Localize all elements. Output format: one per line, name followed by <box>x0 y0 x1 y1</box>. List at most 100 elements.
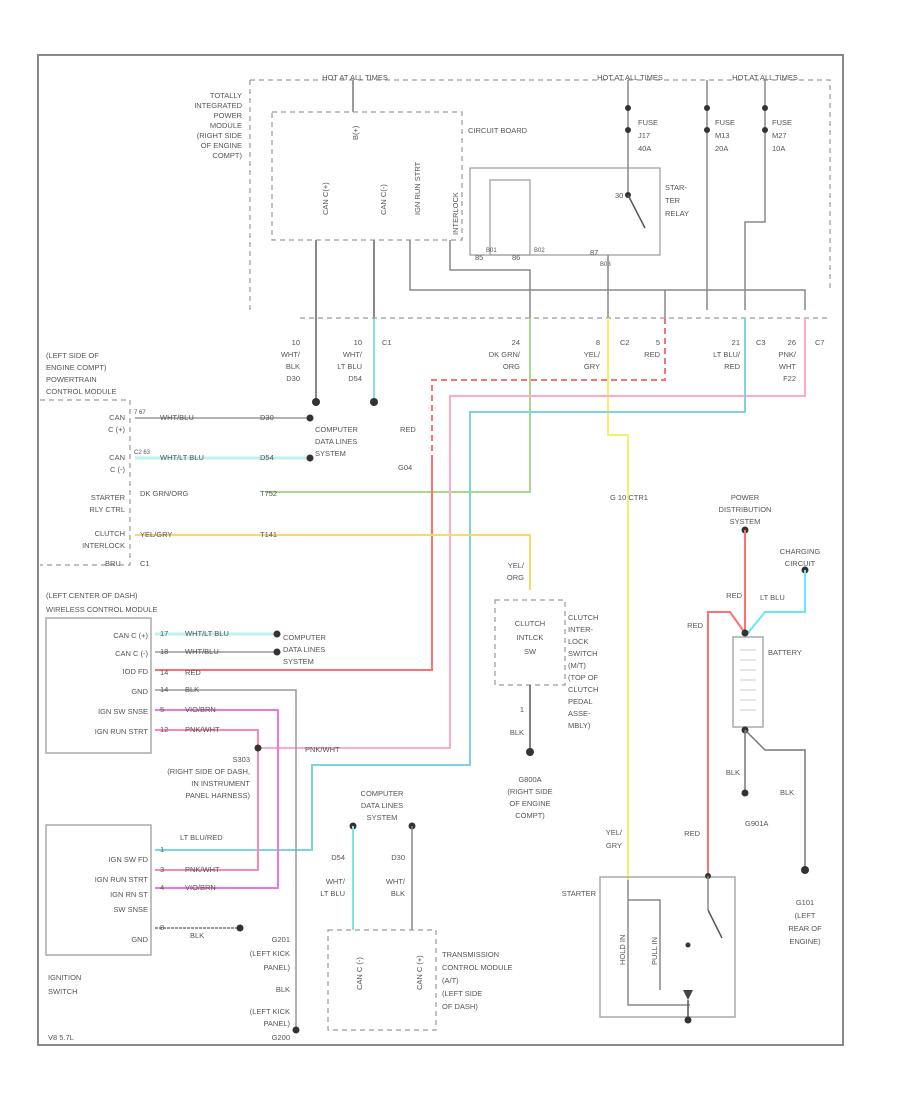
diagram-label: RED <box>726 591 742 600</box>
diagram-label: 21 <box>732 338 740 347</box>
diagram-label: RLY CTRL <box>89 505 125 514</box>
diagram-label: GND <box>131 687 148 696</box>
diagram-label: LOCK <box>568 637 588 646</box>
blk-label: BLK <box>276 985 290 994</box>
diagram-label: 3 <box>160 865 164 874</box>
diagram-label: OF ENGINE <box>509 799 550 808</box>
diagram-label: CLUTCH <box>568 613 598 622</box>
starter-label: STARTER <box>562 889 597 898</box>
diagram-label: 26 <box>788 338 796 347</box>
diagram-label: 10 <box>354 338 362 347</box>
diagram-label: INTERLOCK <box>82 541 125 550</box>
junction-dot <box>306 414 314 422</box>
junction-dot <box>741 629 749 637</box>
diagram-label: DATA LINES <box>361 801 403 810</box>
fuse3-wire <box>744 80 766 310</box>
diagram-label: LT BLU <box>337 362 362 371</box>
s303-label: S303 (RIGHT SIDE OF DASH, IN INSTRUMENT … <box>167 755 250 800</box>
diagram-label: C (-) <box>110 465 125 474</box>
pin-b01: B01 <box>486 248 497 254</box>
tipm-title: TOTALLY INTEGRATED POWER MODULE (RIGHT S… <box>194 91 242 160</box>
clutch-blk: BLK <box>510 728 524 737</box>
pin-bplus: B(+) <box>351 125 360 140</box>
diagram-label: 24 <box>512 338 520 347</box>
pcm-pin-can-plus: 7 67 <box>134 410 146 416</box>
diagram-label: (TOP OF <box>568 673 599 682</box>
pcm-row-clutch: CLUTCH INTERLOCK YEL/GRY T141 <box>82 529 531 590</box>
diagram-label: POWER <box>731 493 760 502</box>
wire-segment <box>627 880 690 1006</box>
junction-dot <box>292 1026 300 1034</box>
diagram-label: LT BLU/RED <box>180 833 223 842</box>
wire-segment <box>135 534 531 590</box>
diagram-label: COMPUTER <box>361 789 405 798</box>
pin-b03: B03 <box>600 262 611 268</box>
g101-label: G101 (LEFT REAR OF ENGINE) <box>788 898 822 946</box>
pin-interlock: INTERLOCK <box>451 192 460 235</box>
pcm-outline <box>40 399 131 566</box>
diagram-label: (LEFT CENTER OF DASH) <box>46 591 138 600</box>
diagram-label: D30 <box>286 374 300 383</box>
junction-dot <box>704 127 710 133</box>
diagram-label: D30 <box>391 853 405 862</box>
diagram-label: ORG <box>503 362 520 371</box>
pin-85: 85 <box>475 253 483 262</box>
diagram-label: (LEFT <box>795 911 816 920</box>
pcm-row-can-minus: CAN C (-) C2 63 WHT/LT BLU D54 <box>109 450 314 474</box>
diagram-label: INTEGRATED <box>194 101 242 110</box>
diagram-label: WHT/LT BLU <box>160 453 204 462</box>
starter-switch <box>707 909 723 939</box>
diagram-label: TOTALLY <box>210 91 242 100</box>
diagram-label: BLK <box>185 685 199 694</box>
diagram-label: IOD FD <box>123 667 149 676</box>
pcm-row-starter: STARTER RLY CTRL DK GRN/ORG T752 <box>89 489 277 514</box>
diagram-label: VIO/BRN <box>185 705 216 714</box>
diagram-label: RED <box>185 668 201 677</box>
starter-box <box>599 876 736 1018</box>
diagram-label: 17 <box>160 629 168 638</box>
diagram-label: C2 <box>620 338 630 347</box>
diagram-label: WHT/ <box>343 350 363 359</box>
clutch-circuit-label: G 10 CTR1 <box>610 493 648 502</box>
wire-segment <box>155 689 297 1030</box>
cdls-2: COMPUTER DATA LINES SYSTEM <box>283 633 327 666</box>
diagram-label: C3 <box>756 338 766 347</box>
diagram-label: 20A <box>715 144 728 153</box>
diagram-label: COMPT) <box>515 811 545 820</box>
diagram-label: CIRCUIT <box>785 559 816 568</box>
diagram-label: PANEL HARNESS) <box>185 791 250 800</box>
diagram-label: SYSTEM <box>315 449 346 458</box>
battery-wire-labels: RED RED LT BLU BLK BLK RED G901A <box>684 591 794 838</box>
diagram-label: DATA LINES <box>283 645 325 654</box>
ignition-switch-box <box>45 824 152 956</box>
diagram-label: IGN SW SNSE <box>98 707 148 716</box>
pcm-conn: C1 <box>140 559 150 568</box>
junction-dot <box>370 398 378 406</box>
diagram-label: IGN RUN STRT <box>95 875 149 884</box>
diagram-label: F22 <box>783 374 796 383</box>
diagram-label: T141 <box>260 530 277 539</box>
diagram-label: INTLCK <box>517 633 544 642</box>
diagram-label: CAN C (+) <box>113 631 148 640</box>
diagram-label: INTER- <box>568 625 594 634</box>
diagram-label: 12 <box>160 725 168 734</box>
junction-dot <box>684 1016 692 1024</box>
wire-red <box>155 318 666 671</box>
diagram-label: BLK <box>726 768 740 777</box>
wire-starter-red <box>707 611 746 875</box>
diagram-label: YEL/ <box>508 561 525 570</box>
diagram-label: WHT/ <box>326 877 346 886</box>
diagram-label: BLK <box>286 362 300 371</box>
pull-in-coil: PULL IN <box>650 937 659 965</box>
diagram-label: G101 <box>796 898 814 907</box>
diagram-label: FUSE <box>715 118 735 127</box>
diagram-label: PANEL) <box>263 1019 290 1028</box>
junction-dot <box>236 924 244 932</box>
fuse-m13-label: FUSE M13 20A <box>715 118 735 153</box>
red-label: RED <box>400 425 416 434</box>
pcm-row-can-plus: CAN C (+) 7 67 WHT/BLU D30 <box>108 410 314 434</box>
junction-dot <box>685 942 691 948</box>
diagram-label: 1 <box>160 845 164 854</box>
fuse-j17-label: FUSE J17 40A <box>638 118 658 153</box>
